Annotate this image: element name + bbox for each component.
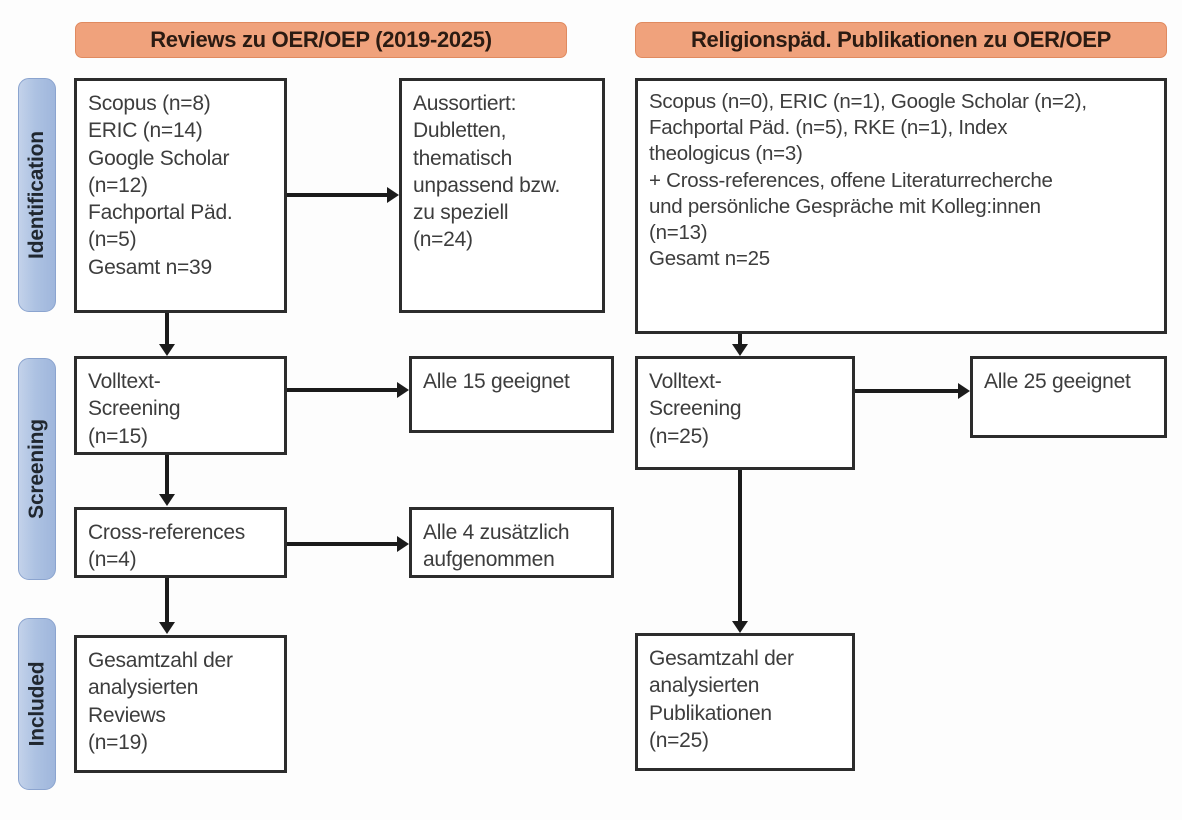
arrowhead-left-fulltext-to-crossrefs xyxy=(159,494,175,506)
box-right-screening-eligible: Alle 25 geeignet xyxy=(970,356,1167,438)
arrowhead-left-sources-to-fulltext xyxy=(159,344,175,356)
arrowhead-left-sources-to-excluded xyxy=(387,187,399,203)
connector-left-fulltext-to-crossrefs xyxy=(165,455,169,495)
arrowhead-right-fulltext-to-eligible xyxy=(958,383,970,399)
column-header-publikationen: Religionspäd. Publikationen zu OER/OEP xyxy=(635,22,1167,58)
box-left-identification-sources: Scopus (n=8) ERIC (n=14) Google Scholar … xyxy=(74,78,287,313)
box-right-included-total: Gesamtzahl der analysierten Publikatione… xyxy=(635,633,855,771)
box-left-identification-excluded: Aussortiert: Dubletten, thematisch unpas… xyxy=(399,78,605,313)
connector-left-fulltext-to-eligible xyxy=(287,388,399,392)
column-header-reviews: Reviews zu OER/OEP (2019-2025) xyxy=(75,22,567,58)
box-left-crossrefs-added: Alle 4 zusätzlich aufgenommen xyxy=(409,507,614,578)
stage-label-included: Included xyxy=(25,661,48,747)
box-left-crossrefs: Cross-references (n=4) xyxy=(74,507,287,578)
box-right-screening-fulltext: Volltext- Screening (n=25) xyxy=(635,356,855,470)
connector-left-crossrefs-to-added xyxy=(287,542,399,546)
connector-left-sources-to-excluded xyxy=(287,193,389,197)
arrowhead-left-crossrefs-to-included xyxy=(159,622,175,634)
connector-left-sources-to-fulltext xyxy=(165,313,169,346)
stage-pill-identification: Identification xyxy=(18,78,56,312)
box-left-screening-eligible: Alle 15 geeignet xyxy=(409,356,614,433)
stage-label-screening: Screening xyxy=(25,419,49,519)
box-right-identification-sources: Scopus (n=0), ERIC (n=1), Google Scholar… xyxy=(635,78,1167,334)
stage-pill-screening: Screening xyxy=(18,358,56,580)
box-left-included-total: Gesamtzahl der analysierten Reviews (n=1… xyxy=(74,635,287,773)
connector-right-fulltext-to-eligible xyxy=(855,389,960,393)
arrowhead-left-crossrefs-to-added xyxy=(397,536,409,552)
connector-left-crossrefs-to-included xyxy=(165,578,169,623)
stage-pill-included: Included xyxy=(18,618,56,790)
stage-label-identification: Identification xyxy=(25,131,48,259)
connector-right-fulltext-to-included xyxy=(738,470,742,623)
connector-right-sources-to-fulltext xyxy=(738,334,742,346)
arrowhead-left-fulltext-to-eligible xyxy=(397,382,409,398)
arrowhead-right-sources-to-fulltext xyxy=(732,344,748,356)
arrowhead-right-fulltext-to-included xyxy=(732,621,748,633)
box-left-screening-fulltext: Volltext- Screening (n=15) xyxy=(74,356,287,455)
